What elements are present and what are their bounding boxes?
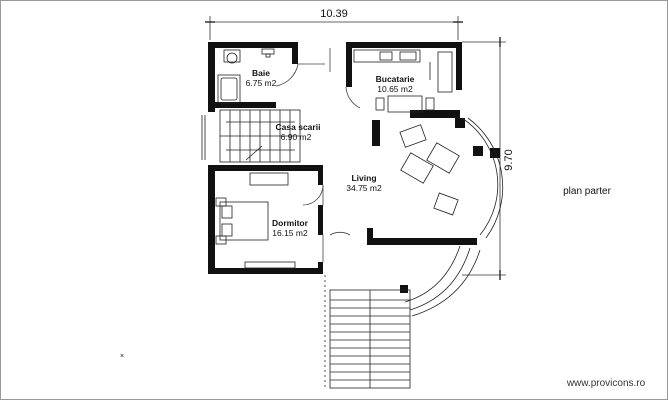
room-casa-scarii-name: Casa scarii xyxy=(276,122,321,132)
kitchen-fixtures xyxy=(353,49,453,113)
room-casa-scarii-area: 6.90 m2 xyxy=(281,132,312,142)
room-bucatarie-area: 10.65 m2 xyxy=(377,84,413,94)
entrance-terrace xyxy=(324,275,411,390)
bedroom-furniture xyxy=(215,197,296,269)
room-bucatarie-name: Bucatarie xyxy=(376,74,415,84)
curved-glazing xyxy=(404,117,504,317)
dimension-height-label: 9.70 xyxy=(503,149,515,170)
dimension-lines xyxy=(205,16,506,280)
svg-text:×: × xyxy=(120,353,124,360)
staircase xyxy=(201,109,301,163)
room-dormitor-area: 16.15 m2 xyxy=(272,228,308,238)
room-baie-area: 6.75 m2 xyxy=(246,78,277,88)
watermark: www.provicons.ro xyxy=(566,378,646,389)
living-furniture xyxy=(249,124,460,216)
room-living-name: Living xyxy=(351,173,376,183)
room-baie-name: Baie xyxy=(252,68,270,78)
plan-title: plan parter xyxy=(563,186,611,197)
door-swings xyxy=(275,48,361,262)
column-pillars xyxy=(455,118,500,158)
room-dormitor-name: Dormitor xyxy=(272,218,309,228)
room-living-area: 34.75 m2 xyxy=(346,183,382,193)
bathroom-fixtures xyxy=(217,48,275,104)
dimension-width-label: 10.39 xyxy=(320,8,348,20)
walls xyxy=(208,42,477,293)
